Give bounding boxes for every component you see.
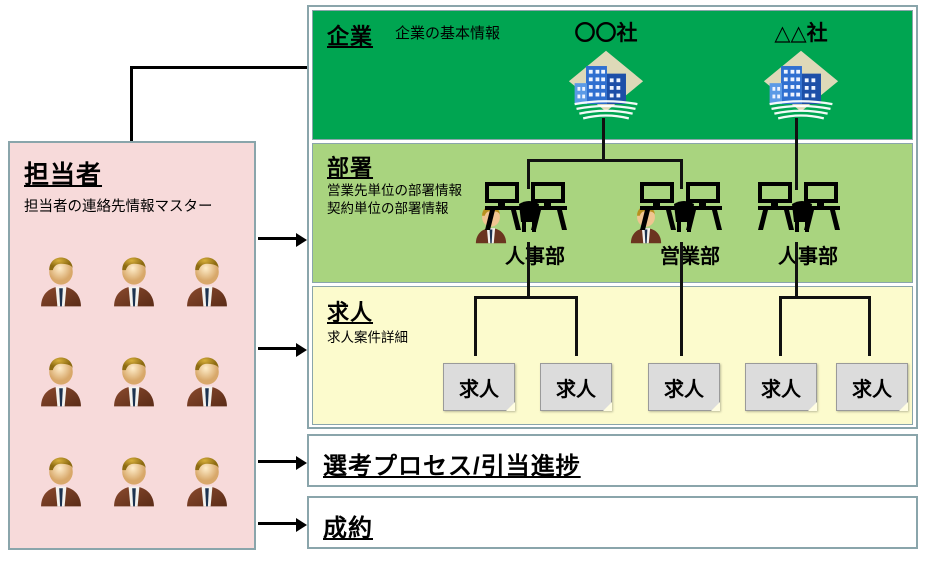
company-node-1-label: 〇〇社	[574, 22, 638, 45]
company-building-icon	[758, 47, 844, 125]
businessperson-icon	[105, 352, 163, 410]
tree-company2-stem	[795, 118, 798, 190]
contacts-panel: 担当者 担当者の連絡先情報マスター	[8, 141, 256, 550]
businessperson-icon	[32, 252, 90, 310]
company-node-2-label: △△社	[774, 22, 828, 45]
arrow-contacts-to-department-line	[258, 237, 298, 240]
job-band: 求人 求人案件詳細 求人 求人 求人 求人 求人	[312, 286, 913, 425]
company-band-title: 企業	[327, 24, 374, 49]
desks-icon	[756, 182, 848, 234]
tree-dept3-bar	[779, 296, 871, 299]
arrow-contacts-to-contract-head	[296, 518, 307, 532]
company-band: 企業 企業の基本情報 〇〇社	[312, 10, 913, 140]
contract-box[interactable]: 成約	[307, 496, 918, 549]
tree-company1-branch-left	[527, 159, 530, 189]
tree-dept1-stem	[527, 242, 530, 298]
company-node-2[interactable]: △△社	[751, 17, 851, 125]
tree-dept2-stem	[680, 242, 683, 356]
department-band-subtitle-2: 契約単位の部署情報	[327, 201, 449, 216]
job-band-subtitle: 求人案件詳細	[327, 330, 408, 345]
businessperson-icon	[105, 452, 163, 510]
businessperson-icon	[178, 452, 236, 510]
company-building-icon	[563, 47, 649, 125]
tree-dept3-branch-left	[779, 296, 782, 356]
tree-dept3-branch-right	[868, 296, 871, 356]
entity-container: 企業 企業の基本情報 〇〇社	[307, 5, 918, 429]
process-box[interactable]: 選考プロセス/引当進捗	[307, 434, 918, 487]
process-box-title: 選考プロセス/引当進捗	[323, 453, 581, 480]
company-band-subtitle: 企業の基本情報	[395, 25, 501, 42]
arrow-contacts-to-job-head	[296, 343, 307, 357]
tree-company1-branch-right	[680, 159, 683, 189]
businessperson-icon	[32, 352, 90, 410]
department-node-2[interactable]: 営業部	[630, 182, 748, 268]
department-node-3[interactable]: 人事部	[756, 182, 866, 268]
job-band-title: 求人	[327, 300, 374, 325]
job-node-2[interactable]: 求人	[540, 363, 612, 411]
arrow-contacts-to-job-line	[258, 347, 298, 350]
job-node-1[interactable]: 求人	[443, 363, 515, 411]
arrow-contacts-to-department-head	[296, 233, 307, 247]
tree-dept1-branch-right	[575, 296, 578, 356]
contract-box-title: 成約	[323, 515, 373, 542]
department-node-3-label: 人事部	[778, 246, 838, 268]
department-band-subtitle-1: 営業先単位の部署情報	[327, 183, 462, 198]
department-node-2-label: 営業部	[660, 246, 720, 268]
arrow-contacts-to-contract-line	[258, 522, 298, 525]
department-band-title: 部署	[327, 155, 374, 180]
desks-icon	[638, 182, 730, 234]
contacts-person-grid	[24, 231, 244, 531]
arrow-contacts-to-process-head	[296, 456, 307, 470]
job-node-4[interactable]: 求人	[745, 363, 817, 411]
businessperson-icon	[178, 252, 236, 310]
job-node-3[interactable]: 求人	[648, 363, 720, 411]
arrow-contacts-to-process-line	[258, 460, 298, 463]
tree-company1-stem	[602, 118, 605, 162]
businessperson-icon	[105, 252, 163, 310]
tree-dept1-branch-left	[474, 296, 477, 356]
department-node-1-label: 人事部	[505, 246, 565, 268]
contacts-subtitle: 担当者の連絡先情報マスター	[24, 199, 213, 215]
businessperson-icon	[32, 452, 90, 510]
desks-icon	[483, 182, 575, 234]
contacts-title: 担当者	[24, 161, 103, 189]
connector-contacts-to-company-vertical	[130, 66, 133, 144]
businessperson-icon	[178, 352, 236, 410]
company-node-1[interactable]: 〇〇社	[556, 17, 656, 125]
tree-company1-bar	[527, 159, 683, 162]
department-band: 部署 営業先単位の部署情報 契約単位の部署情報	[312, 143, 913, 283]
department-node-1[interactable]: 人事部	[475, 182, 593, 268]
job-node-5[interactable]: 求人	[836, 363, 908, 411]
tree-dept3-stem	[795, 242, 798, 298]
tree-dept1-bar	[474, 296, 578, 299]
